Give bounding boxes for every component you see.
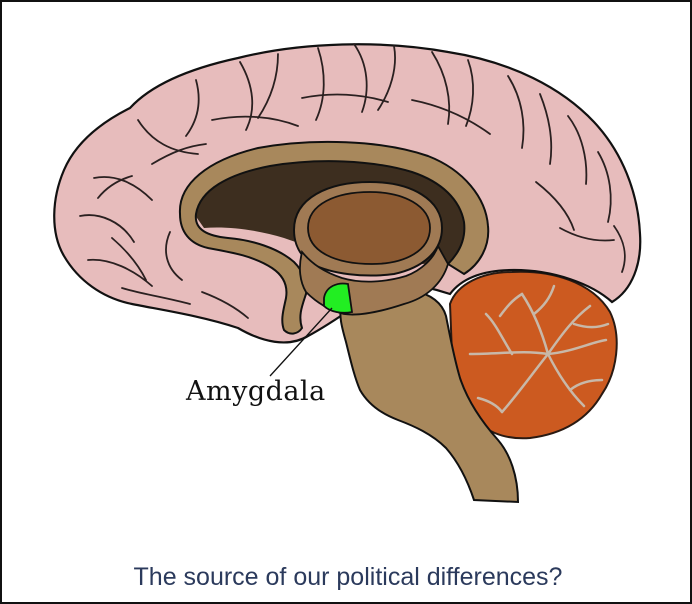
amygdala-marker xyxy=(323,282,354,314)
thalamus xyxy=(292,180,444,277)
caption: The source of our political differences? xyxy=(133,563,563,591)
brainstem xyxy=(339,287,520,504)
amygdala-label: Amygdala xyxy=(186,376,326,407)
cerebellum xyxy=(448,270,618,440)
cortex-gyri xyxy=(79,43,626,319)
corpus-callosum xyxy=(178,140,490,335)
thalamus-core xyxy=(307,191,431,265)
amygdala-leader-line xyxy=(269,307,333,377)
cerebellum-veins xyxy=(468,284,610,414)
